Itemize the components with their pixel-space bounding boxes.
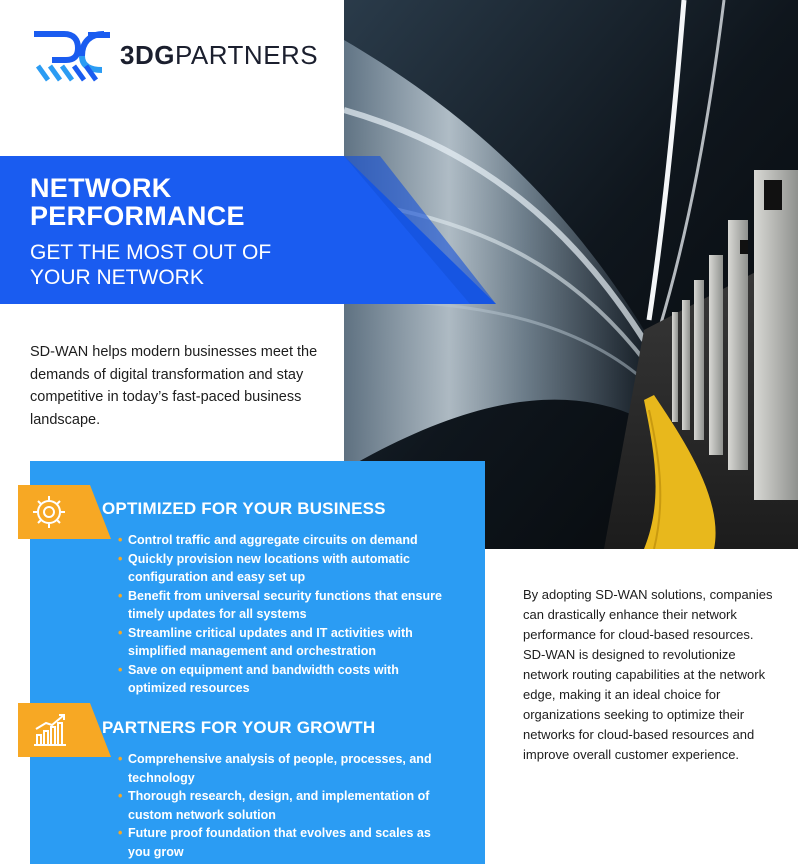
list-item: Quickly provision new locations with aut… <box>118 550 455 587</box>
growth-bullet-list: Comprehensive analysis of people, proces… <box>118 750 455 861</box>
brand-logo: 3DGPARTNERS <box>30 26 330 86</box>
3dg-logo-icon <box>34 31 110 82</box>
list-item: Benefit from universal security function… <box>118 587 455 624</box>
body-paragraph: By adopting SD-WAN solutions, companies … <box>523 587 773 762</box>
growth-chart-icon <box>18 703 111 757</box>
list-item: Thorough research, design, and implement… <box>118 787 455 824</box>
list-item: Control traffic and aggregate circuits o… <box>118 531 455 550</box>
list-item: Future proof foundation that evolves and… <box>118 824 455 861</box>
subway-photo <box>344 0 798 549</box>
page-subtitle: GET THE MOST OUT OF YOUR NETWORK <box>30 241 272 289</box>
page-title: NETWORK PERFORMANCE <box>30 173 245 231</box>
section-heading-growth: PARTNERS FOR YOUR GROWTH <box>102 718 376 737</box>
brand-name: 3DGPARTNERS <box>120 40 319 70</box>
list-item: Streamline critical updates and IT activ… <box>118 624 455 661</box>
list-item: Save on equipment and bandwidth costs wi… <box>118 661 455 698</box>
gear-icon <box>18 485 111 539</box>
business-bullet-list: Control traffic and aggregate circuits o… <box>118 531 455 698</box>
intro-paragraph: SD-WAN helps modern businesses meet the … <box>30 344 318 428</box>
section-heading-business: OPTIMIZED FOR YOUR BUSINESS <box>102 499 386 518</box>
hero-banner <box>0 156 496 304</box>
list-item: Comprehensive analysis of people, proces… <box>118 750 455 787</box>
